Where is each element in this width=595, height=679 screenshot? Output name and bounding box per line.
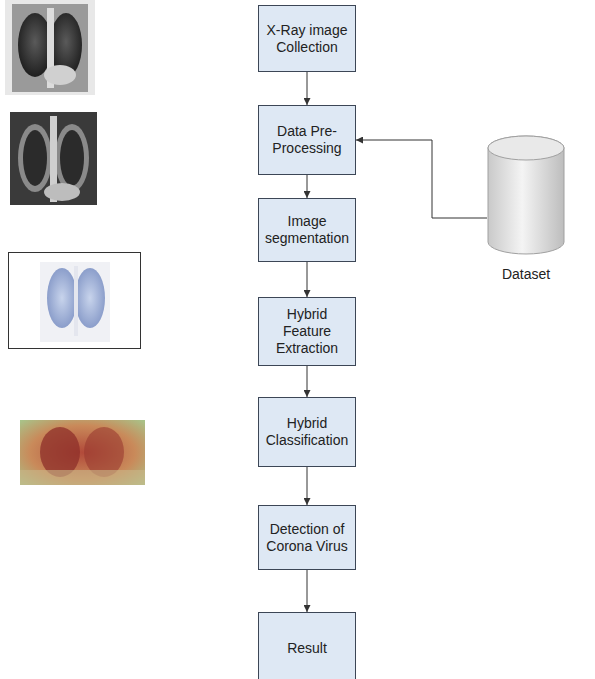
database-label: Dataset	[477, 266, 575, 283]
process-box: Detection of Corona Virus	[258, 505, 356, 570]
process-box: Result	[258, 612, 356, 679]
heatmap-image	[20, 420, 145, 485]
box-label: X-Ray image Collection	[259, 22, 355, 56]
process-box: Data Pre-Processing	[258, 105, 356, 175]
xray-image	[10, 112, 97, 205]
cylinder-shape	[487, 135, 565, 255]
xray-image	[9, 253, 141, 349]
flow-arrow	[356, 140, 487, 218]
process-box: Hybrid Feature Extraction	[258, 297, 356, 366]
box-label: Hybrid Feature Extraction	[259, 306, 355, 357]
process-box: Hybrid Classification	[258, 397, 356, 467]
box-label: Detection of Corona Virus	[259, 521, 355, 555]
flow-arrow	[307, 262, 308, 297]
xray-image	[5, 0, 95, 95]
flow-arrow	[307, 570, 308, 612]
process-box: Image segmentation	[258, 198, 356, 262]
flow-arrow	[307, 366, 308, 397]
database-cylinder: Dataset	[487, 135, 565, 283]
box-label: Image segmentation	[259, 213, 355, 247]
box-label: Data Pre-Processing	[259, 123, 355, 157]
box-label: Hybrid Classification	[259, 415, 355, 449]
flow-arrow	[307, 175, 308, 198]
flow-arrow	[307, 467, 308, 505]
box-label: Result	[281, 640, 333, 657]
flow-arrow	[307, 72, 308, 105]
process-box: X-Ray image Collection	[258, 5, 356, 72]
